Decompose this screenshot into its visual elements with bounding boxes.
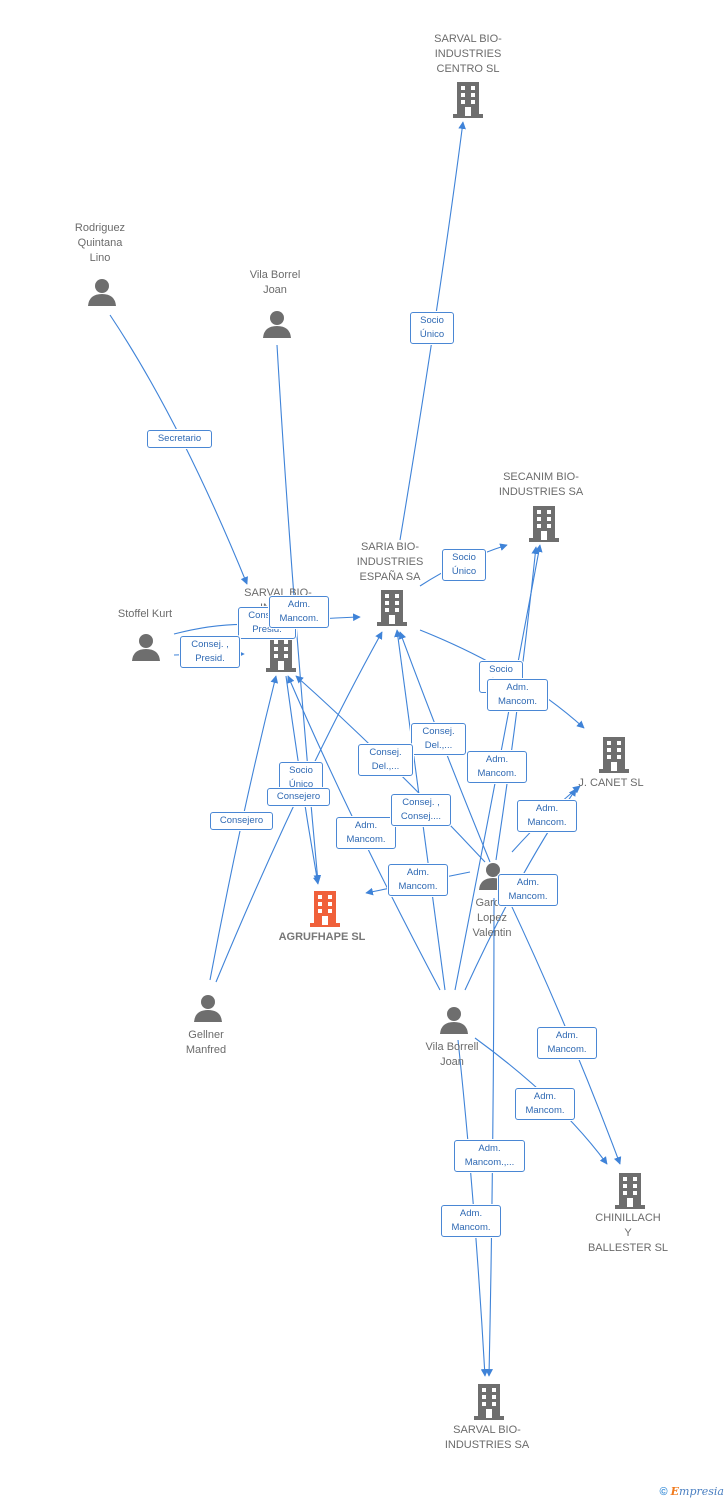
edge-label[interactable]: Socio Único <box>410 312 454 344</box>
edge-label[interactable]: Adm. Mancom. <box>517 800 577 832</box>
building-icon[interactable] <box>615 1173 645 1209</box>
node-label-sarval-sa: SARVAL BIO- INDUSTRIES SA <box>444 1424 530 1451</box>
edge-rodriguez-to-sarval-sl <box>109 314 248 585</box>
building-icon[interactable] <box>453 82 483 118</box>
node-agrufhape[interactable]: AGRUFHAPE SL <box>262 930 382 945</box>
node-sarval-centro[interactable]: SARVAL BIO- INDUSTRIES CENTRO SL <box>418 32 518 77</box>
node-label-secanim: SECANIM BIO- INDUSTRIES SA <box>498 471 584 498</box>
edge-label[interactable]: Adm. Mancom. <box>515 1088 575 1120</box>
edge-label[interactable]: Consej. Del.,... <box>358 744 413 776</box>
node-label-gellner: Gellner Manfred <box>185 1029 227 1056</box>
edge-label[interactable]: Adm. Mancom. <box>467 751 527 783</box>
building-icon[interactable] <box>474 1384 504 1420</box>
person-icon[interactable] <box>88 278 116 306</box>
edge-label[interactable]: Adm. Mancom. <box>269 596 329 628</box>
node-label-stoffel: Stoffel Kurt <box>117 608 173 620</box>
brand-name: mpresia <box>679 1485 724 1498</box>
edge-label[interactable]: Secretario <box>147 430 212 448</box>
node-secanim[interactable]: SECANIM BIO- INDUSTRIES SA <box>486 470 596 500</box>
edge-label[interactable]: Adm. Mancom.,... <box>454 1140 525 1172</box>
edge-label[interactable]: Adm. Mancom. <box>336 817 396 849</box>
brand-e: E <box>670 1485 680 1498</box>
edge-label[interactable]: Socio Único <box>442 549 486 581</box>
node-rodriguez[interactable]: Rodriguez Quintana Lino <box>50 221 150 266</box>
edge-vila-borrell-to-sarval-sa <box>457 1039 489 1377</box>
edge-label[interactable]: Consej. , Consej.... <box>391 794 451 826</box>
copyright-icon: © <box>659 1486 668 1498</box>
node-label-rodriguez: Rodriguez Quintana Lino <box>74 222 126 264</box>
building-icon[interactable] <box>529 506 559 542</box>
edge-label[interactable]: Consejero <box>210 812 273 830</box>
brand-footer[interactable]: © Empresia <box>659 1485 724 1498</box>
person-icon[interactable] <box>440 1006 468 1034</box>
node-label-vila-borrell: Vila Borrell Joan <box>425 1041 479 1068</box>
node-sarval-sa[interactable]: SARVAL BIO- INDUSTRIES SA <box>432 1423 542 1453</box>
person-icon[interactable] <box>132 633 160 661</box>
node-canet[interactable]: J. CANET SL <box>566 776 656 791</box>
node-label-sarval-centro: SARVAL BIO- INDUSTRIES CENTRO SL <box>434 33 502 75</box>
edge-label[interactable]: Adm. Mancom. <box>498 874 558 906</box>
node-saria[interactable]: SARIA BIO- INDUSTRIES ESPAÑA SA <box>340 540 440 585</box>
building-icon[interactable] <box>377 590 407 626</box>
building-icon[interactable] <box>599 737 629 773</box>
edge-label[interactable]: Adm. Mancom. <box>441 1205 501 1237</box>
node-gellner[interactable]: Gellner Manfred <box>166 1028 246 1058</box>
edge-label[interactable]: Adm. Mancom. <box>388 864 448 896</box>
building-icon[interactable] <box>266 636 296 672</box>
node-vila-borrell[interactable]: Vila Borrell Joan <box>407 1040 497 1070</box>
edge-garcia-to-sarval-sa <box>485 897 495 1377</box>
person-icon[interactable] <box>194 994 222 1022</box>
building-icon[interactable] <box>310 891 340 927</box>
edge-label[interactable]: Consej. , Presid. <box>180 636 240 668</box>
node-chinillach[interactable]: CHINILLACH Y BALLESTER SL <box>578 1211 678 1256</box>
person-icon[interactable] <box>263 310 291 338</box>
node-vila-borrel[interactable]: Vila Borrel Joan <box>225 268 325 298</box>
node-stoffel[interactable]: Stoffel Kurt <box>100 607 190 622</box>
node-label-canet: J. CANET SL <box>578 777 644 789</box>
edge-label[interactable]: Consejero <box>267 788 330 806</box>
edge-label[interactable]: Consej. Del.,... <box>411 723 466 755</box>
node-label-saria: SARIA BIO- INDUSTRIES ESPAÑA SA <box>356 541 424 583</box>
edge-label[interactable]: Adm. Mancom. <box>537 1027 597 1059</box>
node-label-chinillach: CHINILLACH Y BALLESTER SL <box>587 1212 669 1254</box>
edge-label[interactable]: Adm. Mancom. <box>487 679 548 711</box>
node-label-agrufhape: AGRUFHAPE SL <box>278 931 366 943</box>
node-label-vila-borrel: Vila Borrel Joan <box>249 269 301 296</box>
